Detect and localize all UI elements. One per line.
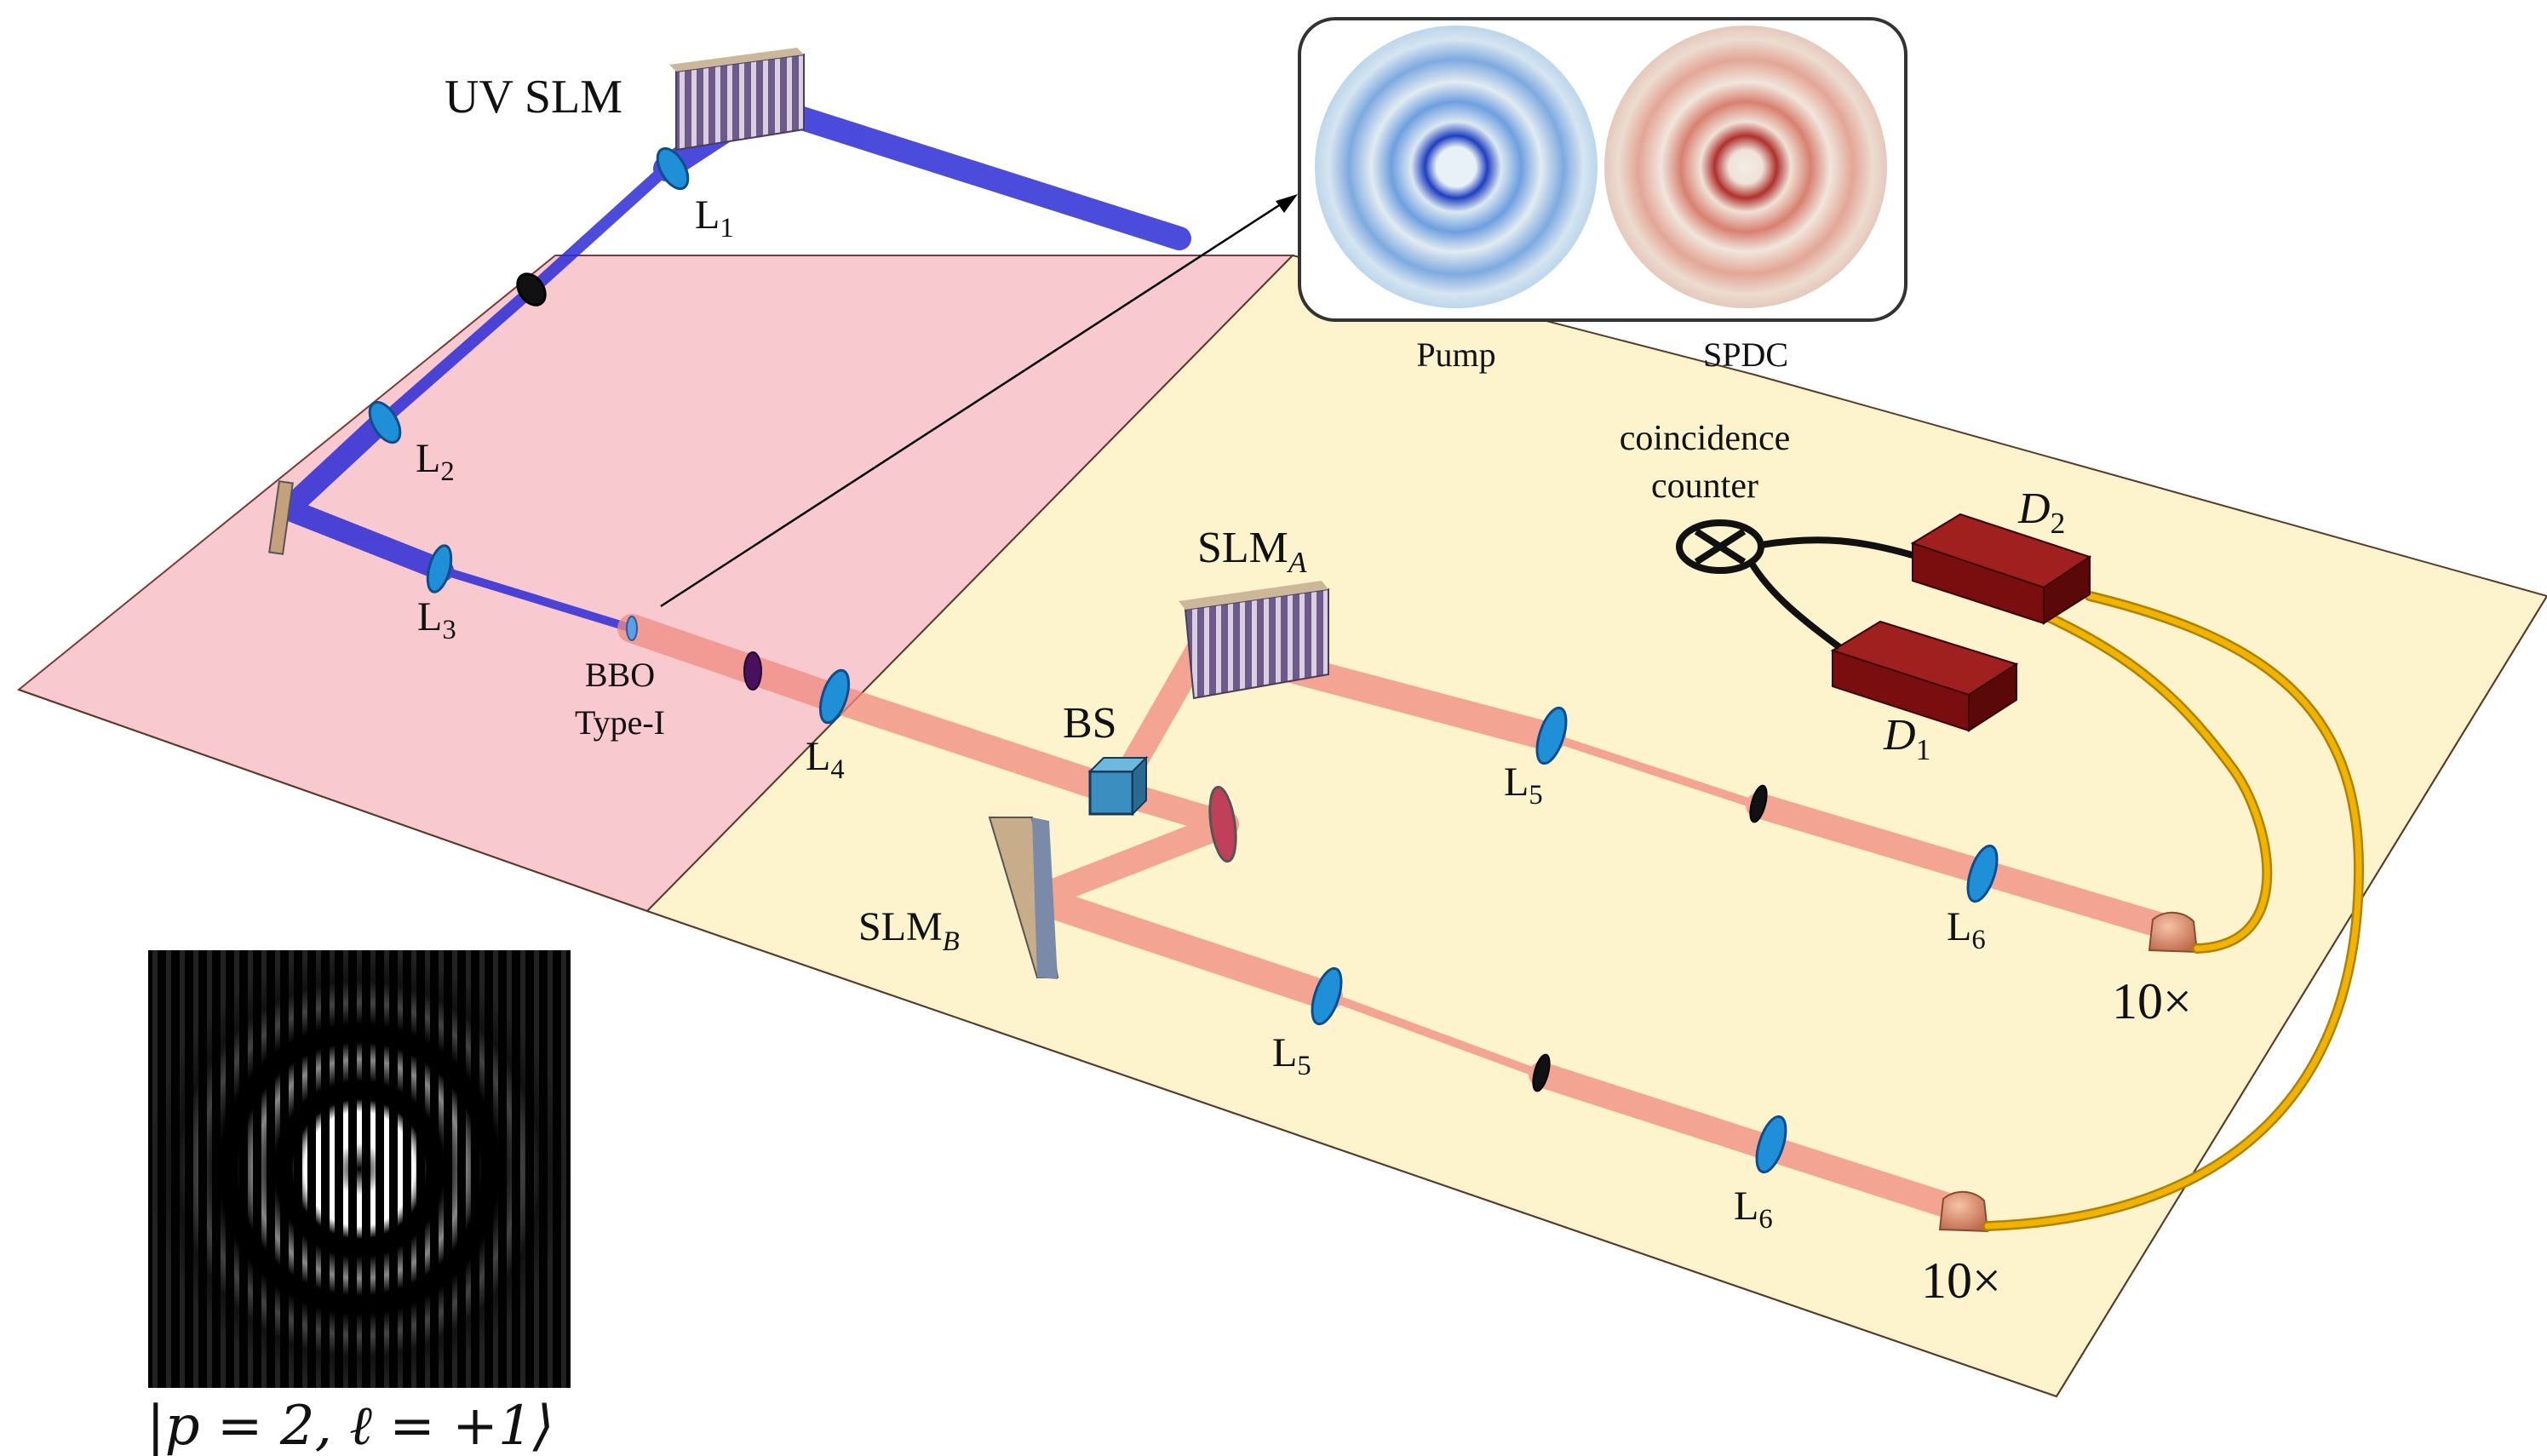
- label-coincidence-line1: coincidence: [1620, 419, 1791, 458]
- label-state: |p = 2, ℓ = +1⟩: [146, 1395, 554, 1456]
- fibers: [1982, 591, 2365, 1231]
- label-d2: D2: [2017, 484, 2065, 540]
- label-l5-b: L5: [1272, 1030, 1311, 1081]
- slm-a: [1179, 581, 1329, 700]
- label-l6-a: L6: [1947, 904, 1986, 955]
- lens-l5-b: [1311, 966, 1343, 1026]
- label-l1: L1: [695, 192, 734, 244]
- label-uv-slm: UV SLM: [445, 71, 622, 123]
- label-d1: D1: [1883, 711, 1930, 766]
- ir-lenses: [1311, 706, 1999, 1174]
- uv-slm: [669, 48, 805, 152]
- spdc-pattern: [1604, 26, 1887, 308]
- pump-pattern: [1315, 26, 1598, 308]
- objective-b: [1938, 1190, 1989, 1233]
- label-l2: L2: [416, 436, 455, 487]
- slm-b: [988, 817, 1059, 979]
- hologram-inset: [148, 950, 571, 1388]
- table-outline: [18, 595, 2547, 1398]
- label-slm-a: SLMA: [1197, 524, 1307, 579]
- label-l4: L4: [806, 734, 845, 785]
- coincidence-counter: [1676, 519, 1914, 651]
- mirror-uv: [268, 480, 294, 555]
- lens-l1: [656, 146, 690, 191]
- detector-d1: [1830, 620, 2019, 732]
- lens-l4: [818, 668, 851, 725]
- label-objective-a: 10×: [2112, 973, 2192, 1029]
- label-bs: BS: [1063, 699, 1117, 748]
- label-l3: L3: [417, 594, 456, 645]
- pinhole-a: [1749, 784, 1768, 823]
- detector-d2: [1910, 513, 2092, 625]
- pointer-arrow: [660, 194, 1298, 608]
- beam-splitter: [1087, 755, 1149, 817]
- objective-a: [2148, 911, 2199, 954]
- filter: [743, 651, 762, 691]
- bbo-crystal: [626, 616, 638, 641]
- label-l6-b: L6: [1734, 1184, 1773, 1235]
- uv-lenses: [368, 146, 690, 593]
- lens-l6-a: [1966, 844, 1999, 903]
- pinhole-b: [1532, 1053, 1551, 1092]
- pinhole-uv: [516, 272, 547, 307]
- lens-l3: [426, 544, 453, 593]
- lens-l5-a: [1535, 706, 1568, 765]
- label-pump: Pump: [1416, 335, 1495, 374]
- lens-l2: [368, 400, 402, 444]
- label-l5-a: L5: [1504, 760, 1543, 811]
- label-spdc: SPDC: [1703, 335, 1788, 374]
- label-bbo-line1: BBO: [585, 656, 655, 694]
- mirror-bs: [1208, 785, 1237, 863]
- label-objective-b: 10×: [1921, 1253, 2001, 1309]
- inset-panel: [1298, 17, 1907, 322]
- lens-l6-b: [1755, 1115, 1787, 1174]
- label-coincidence-line2: counter: [1651, 467, 1758, 506]
- label-slm-b: SLMB: [858, 904, 960, 957]
- label-bbo-line2: Type-I: [575, 703, 665, 742]
